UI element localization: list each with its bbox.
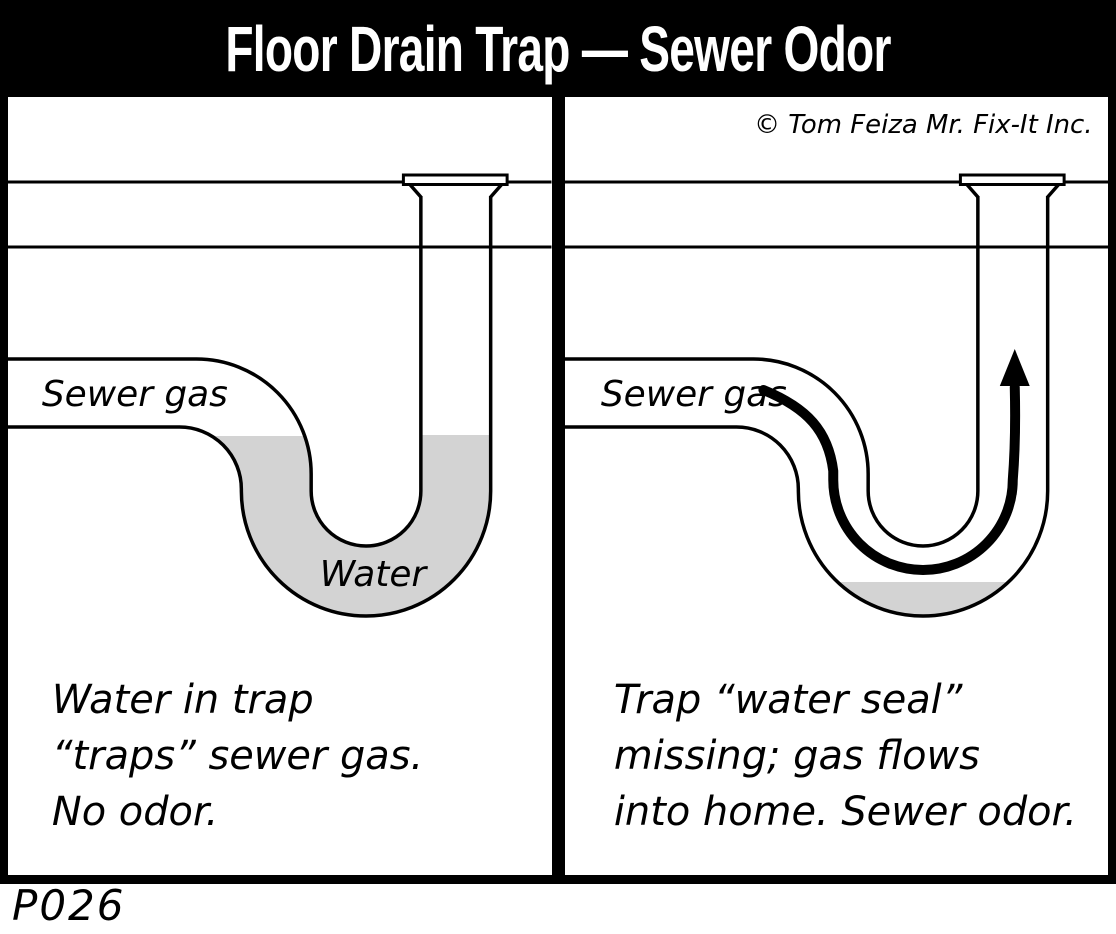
trap-with-water-diagram: Sewer gas Water Water in trap “traps” se… xyxy=(8,173,552,835)
panel-divider xyxy=(551,97,565,875)
caption-line: “traps” sewer gas. xyxy=(52,733,423,779)
caption-line: into home. Sewer odor. xyxy=(613,789,1076,835)
trap-seal-missing-diagram: Sewer gas © Tom Feiza Mr. Fix-It Inc. Tr… xyxy=(564,110,1108,835)
caption-line: No odor. xyxy=(52,789,218,835)
water-label: Water xyxy=(320,554,429,595)
drain-grate xyxy=(401,173,509,186)
right-caption: Trap “water seal” missing; gas flows int… xyxy=(613,677,1076,835)
caption-line: Water in trap xyxy=(52,677,314,723)
drain-flare xyxy=(965,183,1060,199)
sewer-gas-label: Sewer gas xyxy=(600,374,786,415)
drain-grate xyxy=(958,173,1066,186)
copyright-text: © Tom Feiza Mr. Fix-It Inc. xyxy=(754,110,1092,140)
sewer-gas-label: Sewer gas xyxy=(42,374,228,415)
plate-id: P026 xyxy=(12,881,126,930)
pipe-outer-wall xyxy=(564,196,1049,618)
drain-flare xyxy=(408,183,503,199)
pipe-inner-wall xyxy=(564,196,980,548)
caption-line: Trap “water seal” xyxy=(613,677,962,723)
title-bar: Floor Drain Trap — Sewer Odor xyxy=(0,0,1116,97)
panel-trap-with-water: Sewer gas Water Water in trap “traps” se… xyxy=(8,97,552,875)
pipe-outer-wall xyxy=(8,196,493,618)
page-title: Floor Drain Trap — Sewer Odor xyxy=(225,12,891,85)
left-caption: Water in trap “traps” sewer gas. No odor… xyxy=(52,677,423,835)
caption-line: missing; gas flows xyxy=(613,733,979,779)
pipe-inner-wall xyxy=(8,196,423,548)
panel-trap-seal-missing: Sewer gas © Tom Feiza Mr. Fix-It Inc. Tr… xyxy=(564,97,1108,875)
gas-flow-arrowhead-icon xyxy=(999,349,1030,386)
figure-frame: Sewer gas Water Water in trap “traps” se… xyxy=(0,97,1116,884)
gas-flow-arrow xyxy=(757,382,1020,575)
